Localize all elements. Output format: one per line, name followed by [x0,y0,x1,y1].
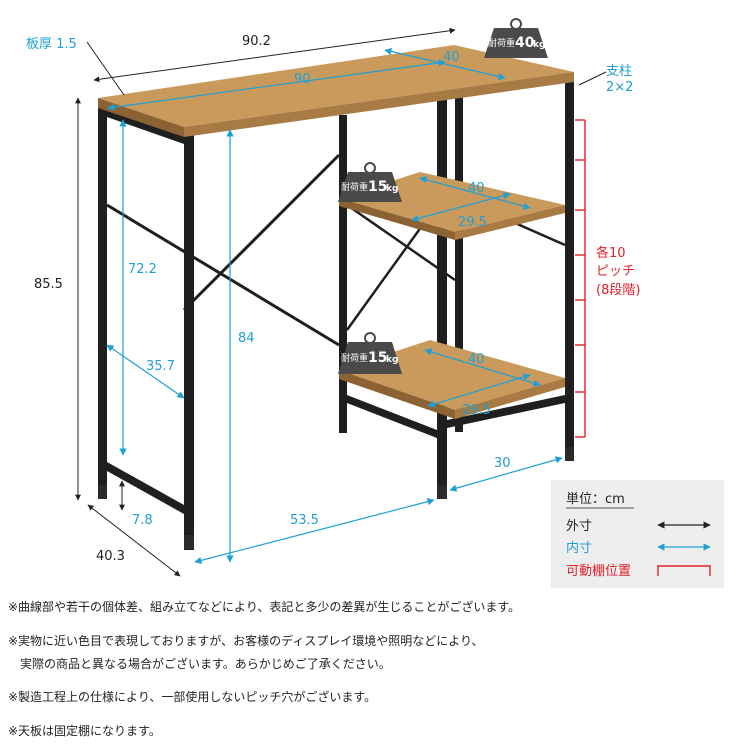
weight-badge-shelf1: 耐荷重 15 kg [338,162,402,202]
weight-shelf1-value: 15 [368,179,387,195]
left-back-leg [184,135,194,550]
plate-thickness-label: 板厚 1.5 [26,37,77,52]
top-width-inner-label: 90 [294,72,311,87]
right-brace-1 [346,203,456,282]
weight-top-prefix: 耐荷重 [488,37,515,49]
shelf2-depth-label: 29.5 [462,403,491,418]
weight-top-unit: kg [533,40,545,50]
post-label-line2: 2×2 [606,80,633,95]
height-outer-label: 85.5 [34,277,63,292]
left-back-leg-base [184,535,194,549]
weight-icon [338,342,402,374]
legend: 単位：cm 外寸 内寸 可動棚位置 [551,480,724,588]
width-outer-label: 90.2 [242,34,271,49]
post-label-line1: 支柱 [606,64,632,79]
depth-outer-label: 40.3 [96,549,125,564]
right-back-leg [565,80,574,460]
height-inner-left-label: 72.2 [128,262,157,277]
shelf1-width-label: 40 [468,181,485,196]
legend-movable-mark [657,565,711,576]
pitch-label-line3: (8段階) [596,283,640,298]
weight-shelf1-prefix: 耐荷重 [341,181,368,193]
legend-movable-label: 可動棚位置 [566,564,631,579]
diagonal-label: 35.7 [146,359,175,374]
desk-frame [98,80,574,550]
weight-top-value: 40 [515,35,535,51]
shelf-depth-label: 30 [494,456,511,471]
legend-title: 単位：cm [566,491,625,507]
right-back-leg-base [565,447,574,461]
left-front-leg-base [98,485,107,499]
foot-height-label: 7.8 [132,513,153,528]
pitch-label-line1: 各10 [596,245,626,261]
movable-shelf-positions [575,119,586,438]
note-5: ※天板は固定棚になります。 [8,724,161,738]
note-2: ※実物に近い色目で表現しておりますが、お客様のディスプレイ環境や照明などにより、 [8,634,484,648]
weight-shelf2-unit: kg [386,355,398,365]
note-1: ※曲線部や若干の個体差、組み立てなどにより、表記と多少の差異が生じることがござい… [8,600,521,614]
weight-icon [338,172,402,202]
pitch-label-line2: ピッチ [596,264,635,279]
legend-outer-label: 外寸 [566,519,592,534]
height-inner-label: 84 [238,331,255,346]
note-3: 実際の商品と異なる場合がございます。あらかじめご了承ください。 [8,657,391,671]
shelf1-depth-label: 29.5 [458,215,487,230]
right-front-leg [437,100,447,498]
shelf2-width-label: 40 [468,352,485,367]
right-front-leg-base [437,485,447,499]
dimension-labels: 板厚 1.5 90.2 40 90 支柱 2×2 85.5 72.2 84 35… [26,34,640,564]
weight-shelf2-prefix: 耐荷重 [341,352,368,364]
left-bottom-bar [107,462,184,514]
note-4: ※製造工程上の仕様により、一部使用しないピッチ穴がございます。 [8,690,377,704]
weight-badge-top: 耐荷重 40 kg [484,18,548,58]
top-depth-label: 40 [443,50,460,65]
weight-shelf1-unit: kg [386,184,398,194]
base-span-label: 53.5 [290,513,319,528]
lower-back-bar [447,395,565,428]
legend-inner-label: 内寸 [566,540,592,556]
inner-dimension-lines [106,47,563,564]
middle-front-leg [339,115,347,433]
desk-top [98,45,574,137]
back-brace-1 [106,203,340,347]
weight-badge-shelf2: 耐荷重 15 kg [338,332,402,374]
left-front-leg [98,108,107,498]
middle-back-leg [455,97,463,432]
desk-diagram: 耐荷重 40 kg 耐荷重 15 kg 耐荷重 15 kg 板厚 1.5 90.… [26,18,724,588]
lower-side-bar [347,395,437,438]
weight-shelf2-value: 15 [368,350,387,366]
back-brace-2 [182,153,341,312]
weight-icon [484,28,548,58]
